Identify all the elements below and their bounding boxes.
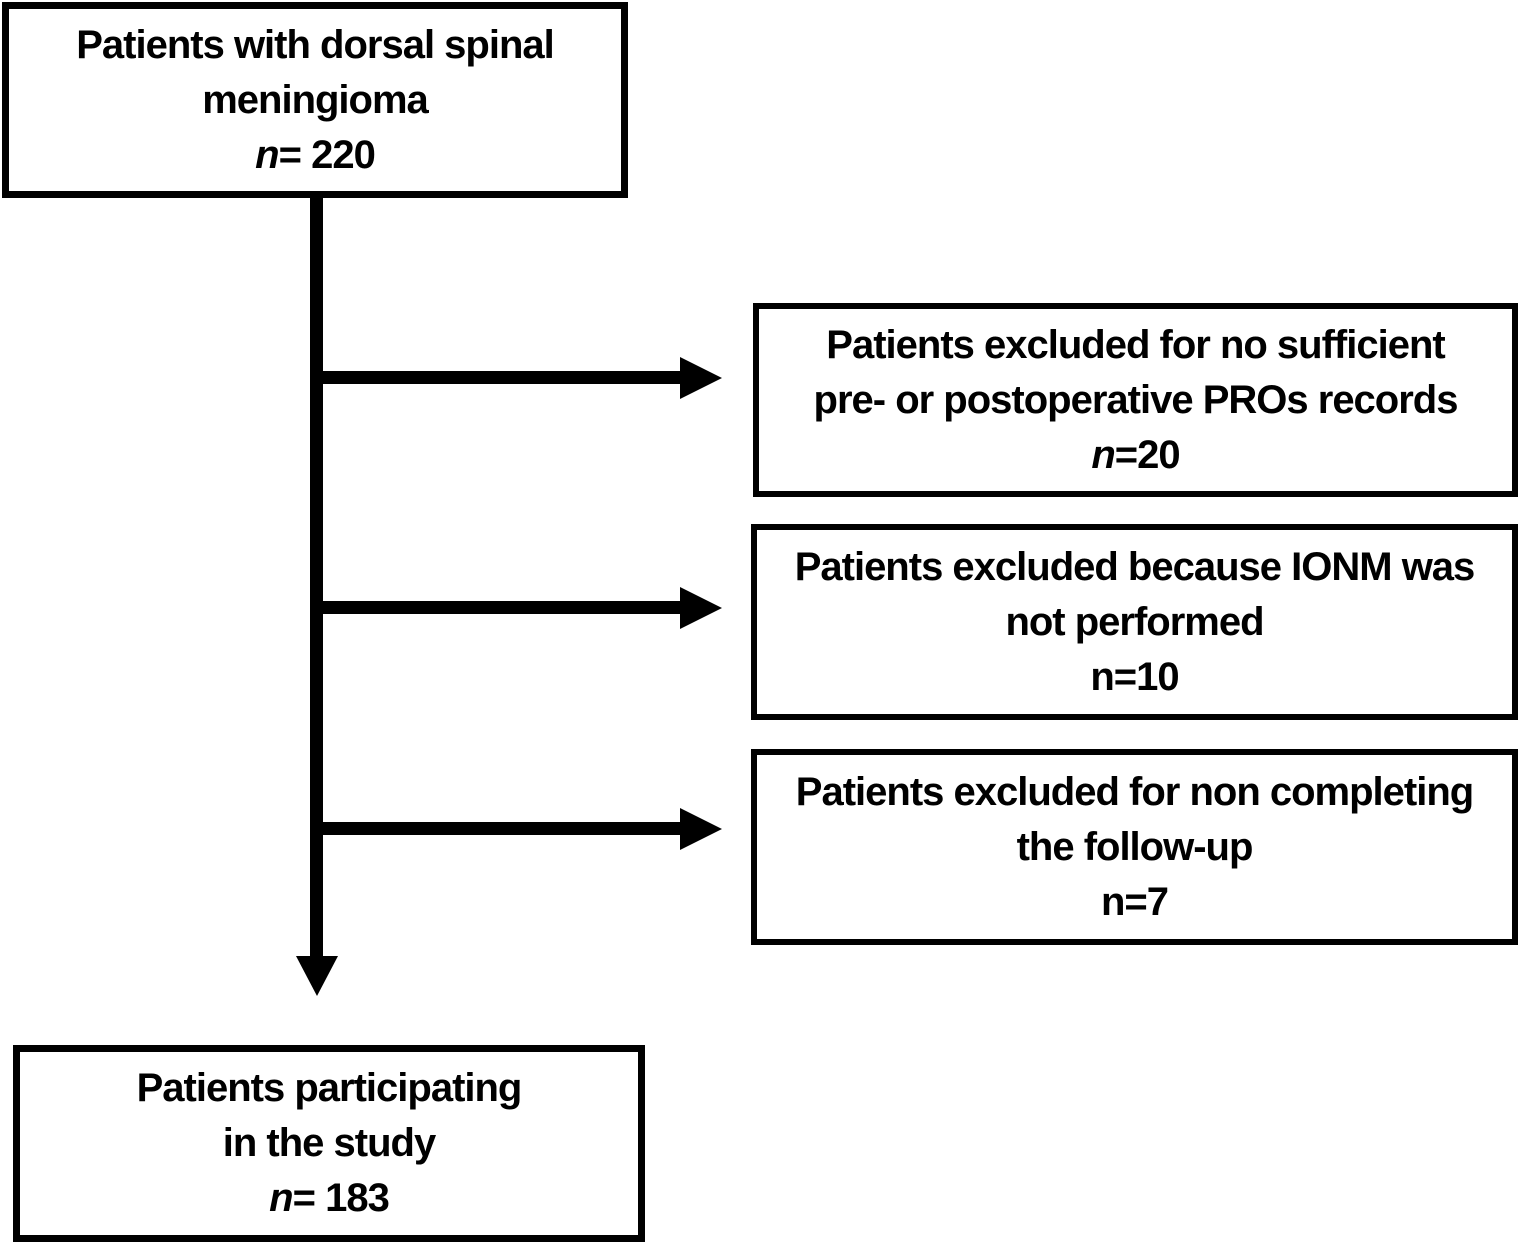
excluded-ionm-line2: not performed <box>1005 599 1264 644</box>
box-final-participants: Patients participating in the study n= 1… <box>13 1045 645 1242</box>
arrowhead-right-icon <box>680 357 722 399</box>
connector-vertical-line <box>310 198 323 958</box>
final-count: n= 183 <box>269 1171 390 1226</box>
n-symbol: n <box>1091 432 1115 477</box>
arrowhead-right-icon <box>680 808 722 850</box>
arrowhead-down-icon <box>296 956 338 996</box>
excluded-pros-count: n=20 <box>1091 428 1181 483</box>
n-symbol: n <box>1100 879 1125 924</box>
n-symbol: n <box>1090 654 1114 699</box>
n-value: =7 <box>1124 879 1169 924</box>
excluded-pros-line1: Patients excluded for no sufficient <box>826 322 1445 367</box>
connector-arrow3-line <box>316 822 682 835</box>
n-symbol: n <box>255 132 279 177</box>
box-excluded-ionm-not-performed: Patients excluded because IONM was not p… <box>751 524 1518 720</box>
box-excluded-pros-records: Patients excluded for no sufficient pre-… <box>753 303 1518 497</box>
source-count: n= 220 <box>255 128 376 183</box>
excluded-pros-line2: pre- or postoperative PROs records <box>813 377 1459 422</box>
n-value: = 220 <box>278 132 376 177</box>
box-excluded-followup-incomplete: Patients excluded for non completing the… <box>751 749 1518 945</box>
final-line2: in the study <box>222 1121 436 1165</box>
n-symbol: n <box>269 1176 293 1220</box>
n-value: = 183 <box>292 1176 390 1220</box>
arrowhead-right-icon <box>680 587 722 629</box>
connector-arrow2-line <box>316 601 682 614</box>
n-value: =10 <box>1113 654 1180 699</box>
excluded-followup-line1: Patients excluded for non completing <box>795 769 1474 814</box>
box-source-population: Patients with dorsal spinal meningioma n… <box>2 2 628 198</box>
source-line1: Patients with dorsal spinal <box>76 22 555 67</box>
connector-arrow1-line <box>316 371 682 384</box>
n-value: =20 <box>1114 432 1181 477</box>
final-line1: Patients participating <box>136 1066 523 1110</box>
excluded-ionm-count: n=10 <box>1090 650 1180 705</box>
excluded-followup-line2: the follow-up <box>1016 824 1254 869</box>
excluded-followup-count: n=7 <box>1100 875 1169 930</box>
source-line2: meningioma <box>202 77 429 122</box>
excluded-ionm-line1: Patients excluded because IONM was <box>794 544 1476 589</box>
